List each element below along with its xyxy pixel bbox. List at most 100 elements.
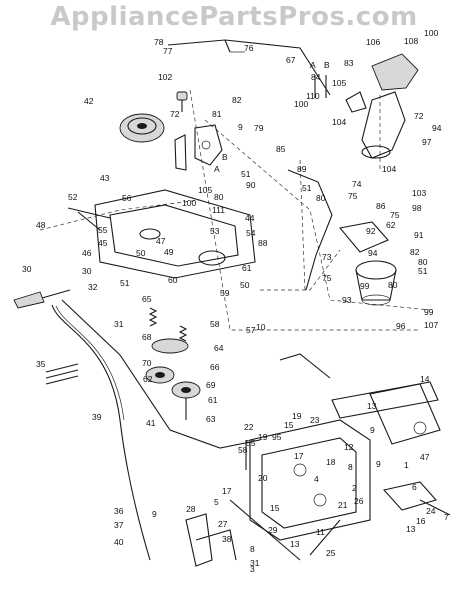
callout-label: 102	[158, 72, 172, 82]
callout-label: 32	[88, 282, 98, 292]
callout-label: 52	[68, 192, 78, 202]
callout-label: 60	[168, 275, 178, 285]
callout-label: 51	[241, 169, 251, 179]
callout-label: 70	[142, 358, 152, 368]
callout-label: 94	[368, 248, 378, 258]
callout-label: 11	[316, 527, 325, 537]
callout-label: 59	[220, 288, 230, 298]
callout-label: 50	[136, 248, 146, 258]
callout-label: 4	[314, 474, 319, 484]
callout-label: 78	[154, 37, 164, 47]
knob-102	[176, 91, 188, 112]
watermark: AppliancePartsPros.com	[50, 2, 418, 32]
callout-label: 77	[163, 46, 173, 56]
callout-label: 74	[352, 179, 362, 189]
callout-label: 42	[84, 96, 94, 106]
callout-label: 16	[416, 516, 426, 526]
callout-label: 99	[424, 307, 434, 317]
callout-label: 41	[146, 418, 156, 428]
callout-label: 36	[114, 506, 124, 516]
drive-bracket	[279, 353, 441, 445]
callout-label: 105	[198, 185, 212, 195]
lower-bracket-28	[185, 513, 237, 567]
linkage-6	[382, 481, 451, 516]
callout-label: 82	[232, 95, 242, 105]
guide-lines	[39, 89, 431, 331]
callout-label: 8	[348, 462, 353, 472]
frame-assembly	[67, 189, 256, 279]
callout-label: 50	[240, 280, 250, 290]
callout-label: 55	[98, 225, 108, 235]
callout-label: 75	[348, 191, 358, 201]
callout-label: 1	[404, 460, 409, 470]
callout-label: 111	[212, 205, 225, 215]
callout-label: 80	[418, 257, 428, 267]
callout-label: 25	[326, 548, 336, 558]
callout-label: 23	[310, 415, 320, 425]
callout-label: 31	[250, 558, 260, 568]
callout-label: 61	[242, 263, 252, 273]
callout-label: 51	[302, 183, 312, 193]
callout-label: 85	[276, 144, 286, 154]
callout-label: 73	[322, 252, 332, 262]
callout-label: 94	[432, 123, 442, 133]
callout-label: 45	[98, 238, 108, 248]
callout-label: 75	[322, 273, 332, 283]
callout-label: 62	[386, 220, 396, 230]
callout-label: 37	[114, 520, 124, 530]
callout-label: 9	[376, 459, 381, 469]
callout-label: 83	[344, 58, 354, 68]
callout-label: 72	[170, 109, 180, 119]
callout-label: 100	[182, 198, 196, 208]
idler-assembly	[145, 307, 201, 420]
callout-label: 30	[82, 266, 92, 276]
callout-label: 47	[156, 236, 166, 246]
callout-label: 49	[164, 247, 174, 257]
callout-label: 79	[254, 123, 264, 133]
callout-label: 14	[420, 374, 430, 384]
callout-label: 90	[246, 180, 256, 190]
rod-88	[287, 169, 333, 291]
callout-label: 22	[244, 422, 254, 432]
callout-label: 38	[222, 534, 232, 544]
callout-label: 15	[284, 420, 294, 430]
callout-label: 110	[306, 91, 320, 101]
callout-label: 58	[238, 445, 248, 455]
callout-label: 27	[218, 519, 228, 529]
callout-label: 61	[208, 395, 218, 405]
callout-label: 84	[311, 72, 321, 82]
callout-label: 86	[376, 201, 386, 211]
callout-label: 98	[412, 203, 422, 213]
callout-label: 9	[238, 122, 243, 132]
callout-label: 47	[420, 452, 430, 462]
callout-label: 44	[245, 213, 255, 223]
chute-base	[338, 221, 397, 306]
callout-label: 9	[152, 509, 157, 519]
callout-label: B	[324, 60, 330, 70]
callout-label: 64	[214, 343, 224, 353]
callout-label: 97	[422, 137, 432, 147]
callout-label: 20	[258, 473, 268, 483]
callout-label: 89	[297, 164, 307, 174]
callout-label: 107	[424, 320, 438, 330]
callout-label: 39	[92, 412, 102, 422]
callout-label: 19	[292, 411, 302, 421]
callout-label: 6	[412, 482, 417, 492]
callout-label: 48	[36, 220, 46, 230]
callout-label: 66	[210, 362, 220, 372]
callout-label: 15	[270, 503, 280, 513]
callout-label: 99	[360, 281, 370, 291]
callout-label: 104	[382, 164, 396, 174]
callout-label: 18	[326, 457, 336, 467]
callout-label: 9	[370, 425, 375, 435]
callout-label: 91	[414, 230, 424, 240]
callout-label: 108	[404, 36, 418, 46]
callout-label: 62	[143, 374, 153, 384]
callout-label: 58	[210, 319, 220, 329]
bracket-81	[174, 124, 223, 171]
callout-label: 43	[100, 173, 110, 183]
discharge-chute	[314, 53, 419, 159]
callout-label: 54	[246, 228, 256, 238]
callout-label: 76	[244, 43, 254, 53]
